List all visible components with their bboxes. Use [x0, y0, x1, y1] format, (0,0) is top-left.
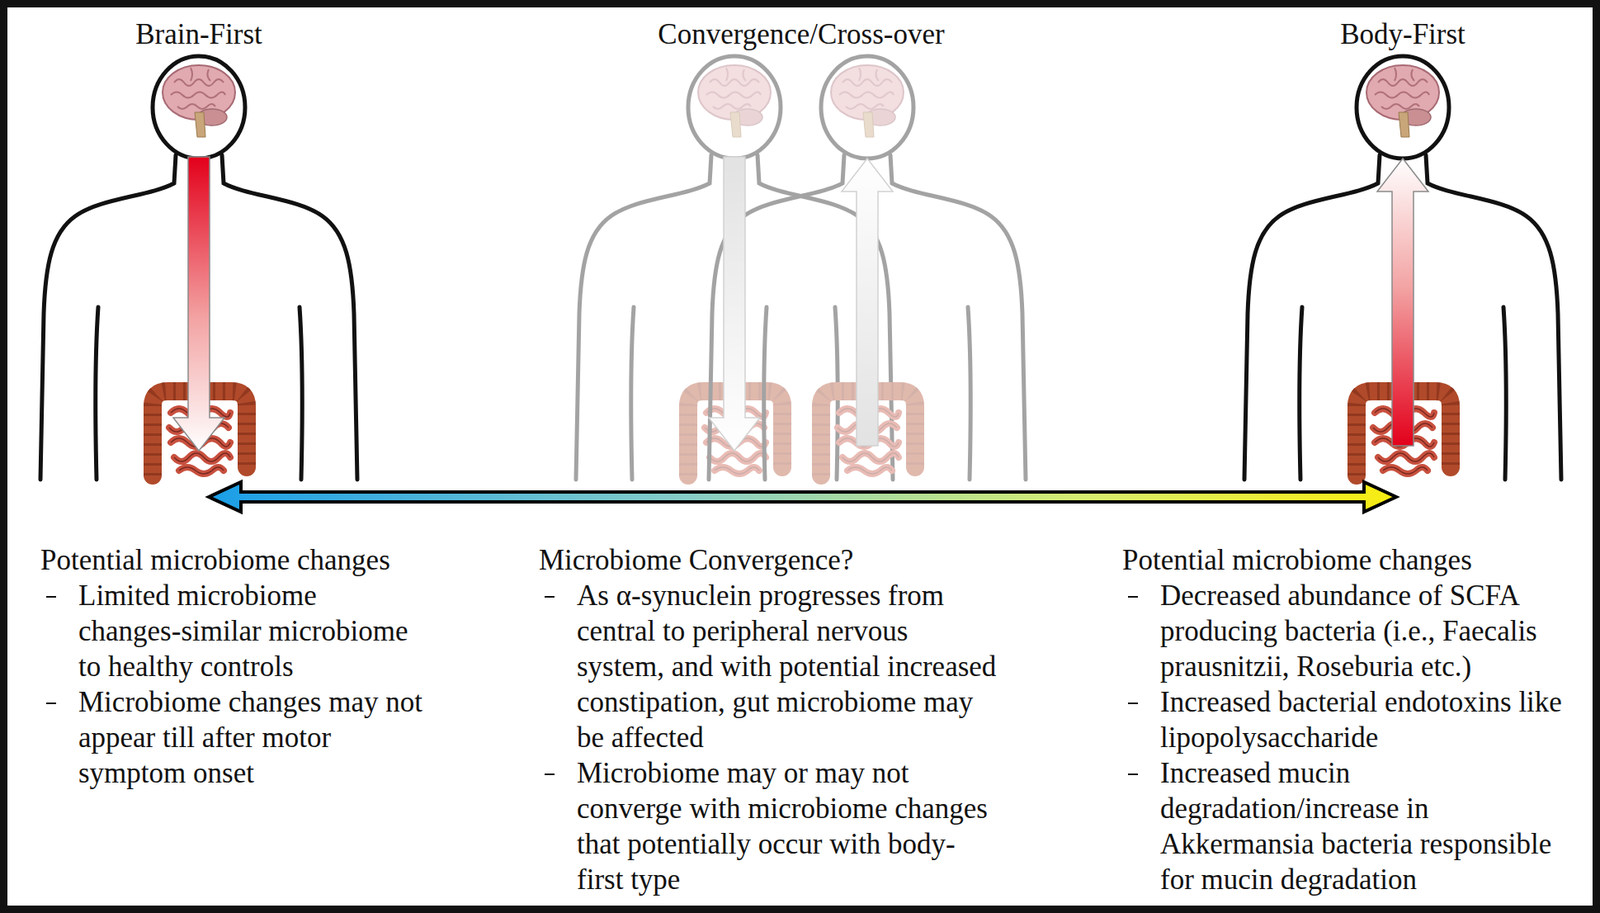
human-figure: [575, 56, 893, 480]
bullet-dash: [1128, 595, 1138, 598]
bullet-text: Limited microbiome changes-similar micro…: [78, 577, 424, 685]
body-first-figure: [1244, 56, 1562, 480]
bullet-item: Decreased abundance of SCFA producing ba…: [1122, 577, 1577, 685]
column-heading: Microbiome Convergence?: [538, 542, 998, 578]
column-heading: Potential microbiome changes: [40, 542, 424, 578]
bullet-text: Increased mucin degradation/increase in …: [1160, 755, 1577, 897]
bullet-text: Microbiome may or may not converge with …: [576, 755, 998, 897]
bullet-dash: [544, 595, 555, 598]
column-heading: Potential microbiome changes: [1122, 542, 1577, 578]
human-figure: [1244, 56, 1562, 480]
text-column: Microbiome Convergence?As α-synuclein pr…: [538, 542, 998, 897]
bullet-dash: [1128, 773, 1138, 775]
upward-arrow: [1377, 158, 1429, 446]
bullet-dash: [544, 773, 555, 775]
downward-arrow: [708, 156, 760, 451]
convergence-figures: [575, 56, 1026, 480]
brain-first-figure: [40, 56, 358, 480]
upward-arrow: [841, 158, 893, 446]
bullet-item: As α-synuclein progresses from central t…: [538, 577, 998, 756]
bullet-item: Limited microbiome changes-similar micro…: [40, 577, 424, 685]
bullet-text: Microbiome changes may not appear till a…: [78, 684, 424, 791]
figure-title: Convergence/Cross-over: [553, 16, 1049, 52]
figure-title: Brain-First: [33, 16, 364, 52]
bullet-item: Increased bacterial endotoxins like lipo…: [1122, 684, 1577, 756]
text-column: Potential microbiome changesDecreased ab…: [1122, 542, 1577, 897]
downward-arrow: [173, 156, 225, 451]
figure-panel: Body-First: [1237, 16, 1568, 487]
spectrum-double-arrow: [208, 481, 1397, 512]
figure-title: Body-First: [1237, 16, 1568, 52]
bullet-item: Increased mucin degradation/increase in …: [1122, 755, 1577, 897]
figure-panel: Brain-First: [33, 16, 364, 487]
bullet-dash: [1128, 702, 1138, 704]
bullet-text: As α-synuclein progresses from central t…: [576, 577, 998, 756]
bullet-text: Decreased abundance of SCFA producing ba…: [1160, 577, 1577, 685]
bullet-item: Microbiome may or may not converge with …: [538, 755, 998, 897]
bullet-item: Microbiome changes may not appear till a…: [40, 684, 424, 791]
text-column: Potential microbiome changesLimited micr…: [40, 542, 424, 791]
human-figure: [40, 56, 358, 480]
bullet-dash: [46, 702, 57, 704]
bullet-text: Increased bacterial endotoxins like lipo…: [1160, 684, 1577, 756]
human-figure: [708, 56, 1026, 480]
figure-panel: Convergence/Cross-over: [553, 16, 1049, 487]
bullet-dash: [46, 595, 57, 598]
